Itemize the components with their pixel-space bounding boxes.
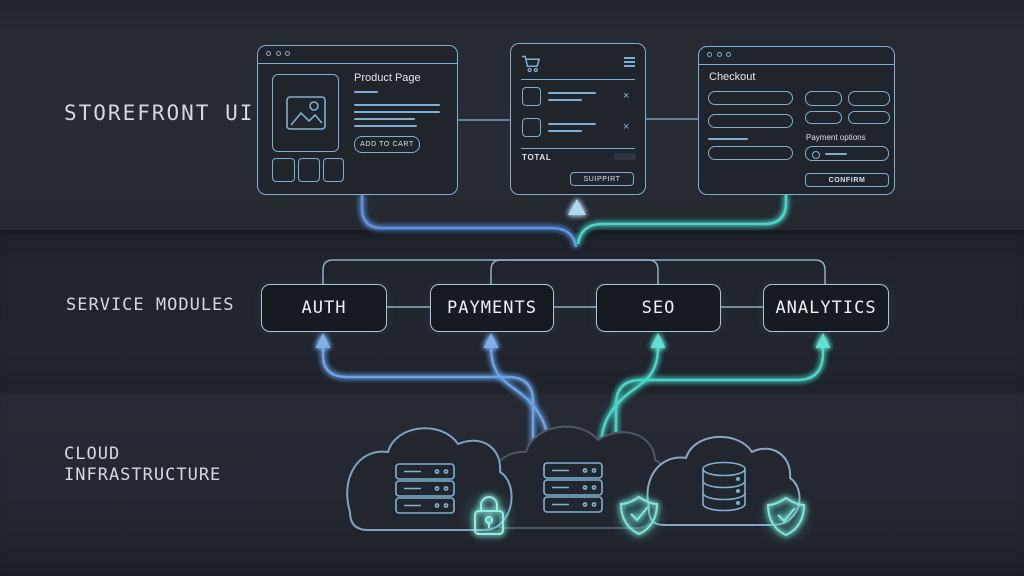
shield-glow bbox=[756, 487, 816, 547]
radio-icon[interactable] bbox=[812, 150, 820, 159]
title-underline bbox=[354, 91, 378, 93]
services-tier-label: SERVICE MODULES bbox=[66, 295, 235, 315]
browser-dots-icon bbox=[266, 51, 290, 56]
flow-checkout-to-hub bbox=[576, 195, 788, 245]
divider bbox=[521, 79, 635, 81]
flow-product-to-hub bbox=[360, 195, 578, 248]
checkout-field-small[interactable] bbox=[805, 91, 842, 106]
lock-icon bbox=[474, 496, 504, 535]
cart-window: × × TOTAL SUIPPIRT bbox=[510, 43, 646, 195]
server-rack-icon bbox=[543, 462, 603, 513]
text-skeleton-line bbox=[354, 118, 415, 120]
text-skeleton-line bbox=[354, 125, 417, 127]
text-skeleton-line bbox=[354, 111, 440, 113]
checkout-title: Checkout bbox=[709, 71, 756, 83]
service-box-auth[interactable]: AUTH bbox=[261, 284, 387, 332]
total-amount-placeholder bbox=[614, 153, 636, 160]
service-box-seo[interactable]: SEO bbox=[596, 284, 721, 332]
window-titlebar bbox=[699, 47, 894, 65]
bracket-payments-analytics bbox=[490, 259, 826, 285]
shield-glow bbox=[609, 486, 669, 546]
confirm-button[interactable]: CONFIRM bbox=[805, 173, 889, 187]
cloud-tier-label: CLOUD INFRASTRUCTURE bbox=[64, 444, 221, 486]
checkout-field[interactable] bbox=[708, 91, 793, 105]
arrow-up-to-payments-icon bbox=[483, 333, 499, 348]
cart-item-thumbnail bbox=[522, 87, 541, 106]
arrow-up-to-cart-icon bbox=[568, 199, 586, 215]
service-box-payments[interactable]: PAYMENTS bbox=[430, 284, 554, 332]
storefront-tier-label: STOREFRONT UI bbox=[64, 101, 255, 125]
add-to-cart-button[interactable]: ADD TO CART bbox=[354, 136, 420, 153]
payment-option-field[interactable] bbox=[805, 146, 889, 161]
divider bbox=[521, 148, 635, 150]
menu-icon[interactable] bbox=[624, 57, 635, 69]
checkout-field-small[interactable] bbox=[848, 111, 890, 124]
product-thumbnail[interactable] bbox=[272, 158, 295, 182]
bracket-auth-seo bbox=[322, 259, 659, 285]
browser-dots-icon bbox=[707, 52, 731, 57]
checkout-field-small[interactable] bbox=[805, 111, 842, 124]
total-label: TOTAL bbox=[522, 153, 552, 162]
service-box-analytics[interactable]: ANALYTICS bbox=[763, 284, 889, 332]
cart-item-line bbox=[548, 99, 582, 101]
shield-check-icon bbox=[766, 496, 806, 537]
payment-options-label: Payment options bbox=[806, 133, 866, 142]
database-icon bbox=[702, 461, 746, 512]
remove-item-icon[interactable]: × bbox=[623, 90, 630, 102]
remove-item-icon[interactable]: × bbox=[623, 121, 630, 133]
cloud-label-line1: CLOUD bbox=[64, 444, 121, 464]
support-button[interactable]: SUIPPIRT bbox=[570, 172, 634, 186]
product-thumbnail[interactable] bbox=[323, 158, 344, 182]
field-label-line bbox=[708, 138, 748, 140]
cloud-label-line2: INFRASTRUCTURE bbox=[64, 465, 222, 485]
text-skeleton-line bbox=[354, 104, 440, 106]
window-titlebar bbox=[258, 46, 457, 64]
checkout-field[interactable] bbox=[708, 114, 793, 128]
radio-label-line bbox=[825, 153, 847, 155]
checkout-field-small[interactable] bbox=[848, 91, 890, 106]
product-image-placeholder bbox=[272, 74, 339, 152]
cart-item-line bbox=[548, 130, 582, 132]
checkout-window: Checkout Payment options CONFIRM bbox=[698, 46, 895, 195]
flow-cloud-to-analytics bbox=[614, 347, 825, 458]
server-rack-icon bbox=[395, 463, 455, 514]
shopping-cart-icon bbox=[522, 55, 541, 73]
checkout-field[interactable] bbox=[708, 146, 793, 160]
flow-cloud-to-auth bbox=[321, 347, 535, 460]
shield-check-icon bbox=[619, 495, 659, 536]
cart-item-line bbox=[548, 123, 596, 125]
product-page-window: Product Page ADD TO CART bbox=[257, 45, 458, 195]
arrow-up-to-auth-icon bbox=[315, 333, 331, 348]
cart-item-thumbnail bbox=[522, 118, 541, 137]
image-icon bbox=[286, 96, 326, 130]
product-title: Product Page bbox=[354, 72, 421, 84]
arrow-up-to-seo-icon bbox=[650, 333, 666, 348]
arrow-up-to-analytics-icon bbox=[815, 333, 831, 348]
cart-item-line bbox=[548, 92, 596, 94]
product-thumbnail[interactable] bbox=[298, 158, 320, 182]
